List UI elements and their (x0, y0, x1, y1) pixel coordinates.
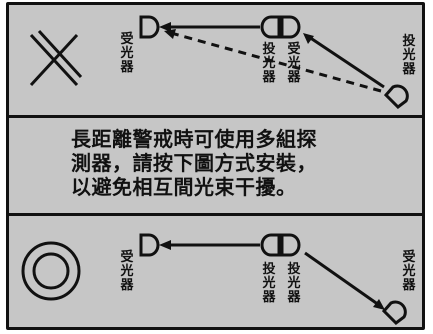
emitter-label: 投光器 (262, 42, 276, 85)
receiver-middle-icon (260, 15, 281, 39)
beam-cross-arrowhead (303, 33, 314, 44)
instruction-line: 以避免相互間光束干擾。 (71, 175, 297, 199)
emitter-right-label: 投光器 (402, 34, 416, 77)
beam-dashed-arrowhead (164, 29, 176, 39)
divider-bottom (9, 213, 422, 216)
wrong-x-icon (29, 29, 83, 87)
receiver-right-icon (381, 300, 407, 325)
emitter-middle-left-icon (260, 233, 281, 257)
emitter-label: 投光器 (262, 262, 276, 305)
beam-solid-arrowhead (159, 22, 171, 32)
divider-top (9, 115, 422, 118)
wrong-installation-section: 受光器 投光器 受光器 投光器 (9, 5, 422, 117)
receiver-right-label: 受光器 (402, 250, 416, 293)
emitter-right-icon (383, 84, 409, 109)
correct-circle-icon (21, 241, 81, 301)
beam-left-arrowhead (159, 240, 171, 250)
receiver-left-icon (139, 15, 160, 39)
correct-installation-drawing (21, 233, 407, 325)
instruction-line: 長距離警戒時可使用多組探 (71, 127, 317, 151)
instruction-text: 長距離警戒時可使用多組探 測器，請按下圖方式安裝， 以避免相互間光束干擾。 (71, 127, 371, 199)
receiver-middle-label: 受光器 (287, 42, 301, 85)
wrong-installation-drawing (29, 15, 409, 109)
receiver-left-label: 受光器 (120, 32, 134, 75)
beam-right-arrowhead (373, 299, 385, 310)
emitter-middle-label: 投光器 (287, 262, 301, 305)
emitter-middle-right-icon (280, 233, 301, 257)
diagram-panel: 受光器 投光器 受光器 投光器 長距離警戒時可使用多組探 測器，請按下圖方式安裝… (6, 2, 425, 330)
instruction-line: 測器，請按下圖方式安裝， (71, 151, 317, 175)
correct-installation-section: 受光器 投光器 投光器 受光器 (9, 215, 422, 327)
instruction-section: 長距離警戒時可使用多組探 測器，請按下圖方式安裝， 以避免相互間光束干擾。 (9, 117, 422, 215)
beam-cross-arrow (308, 35, 385, 89)
receiver-left-label: 受光器 (120, 250, 134, 293)
receiver-left-icon (139, 233, 160, 257)
emitter-middle-icon (280, 15, 301, 39)
beam-right-arrow (304, 251, 380, 307)
